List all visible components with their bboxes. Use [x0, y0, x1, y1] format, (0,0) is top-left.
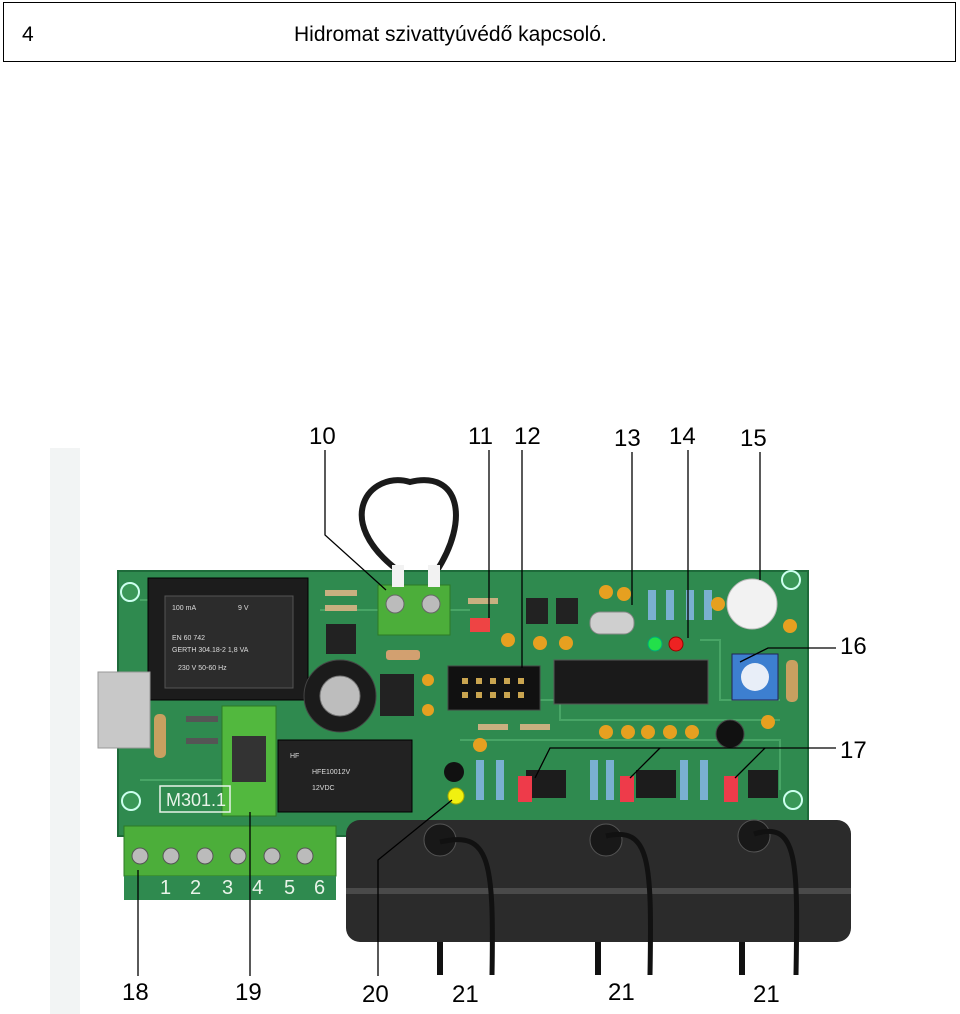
voltage-regulator — [380, 674, 414, 716]
red-jumper — [470, 618, 490, 632]
terminal-number-4: 4 — [252, 877, 263, 899]
terminal-number-strip — [124, 876, 336, 900]
terminal-number-1: 1 — [160, 877, 171, 899]
ic-small-a — [526, 598, 548, 624]
rotary-switch — [731, 653, 779, 701]
transformer-text-a: 100 mA — [172, 605, 196, 612]
fuse-holder — [221, 705, 277, 817]
callout-21a: 21 — [452, 981, 479, 1008]
red-led — [668, 636, 684, 652]
callout-10: 10 — [309, 423, 336, 450]
callout-17: 17 — [840, 737, 867, 764]
callout-18: 18 — [122, 979, 149, 1006]
side-connector — [97, 671, 151, 749]
output-ics — [526, 770, 778, 798]
callout-15: 15 — [740, 425, 767, 452]
potentiometer — [726, 578, 778, 630]
transformer-text-c: EN 60 742 — [172, 635, 205, 642]
crystal — [589, 611, 635, 635]
transformer: 100 mA 9 V EN 60 742 GERTH 304.18-2 1,8 … — [147, 577, 309, 701]
callout-11: 11 — [468, 423, 493, 450]
board-label-frame — [159, 785, 231, 813]
document-title: Hidromat szivattyúvédő kapcsoló. — [294, 23, 607, 46]
callout-numbers: 10 11 12 13 14 15 16 17 18 19 20 21 21 2… — [122, 423, 867, 1008]
terminal-numbers: 1 2 3 4 5 6 — [160, 877, 325, 899]
board-label: M301.1 — [166, 790, 226, 810]
terminal-number-3: 3 — [222, 877, 233, 899]
small-capacitor — [715, 719, 745, 749]
terminal-number-2: 2 — [190, 877, 201, 899]
photo-background — [50, 448, 80, 1014]
terminal-strip — [123, 825, 337, 877]
mounting-holes — [120, 570, 803, 811]
callout-20: 20 — [362, 981, 389, 1008]
terminal-block-jumper — [377, 565, 451, 636]
callout-21c: 21 — [753, 981, 780, 1008]
relay-text-b: HFE10012V — [312, 769, 350, 776]
callout-14: 14 — [669, 423, 696, 450]
pin-header — [447, 665, 541, 711]
callout-12: 12 — [514, 423, 541, 450]
sensor-jumpers — [518, 776, 738, 802]
terminal-number-5: 5 — [284, 877, 295, 899]
probe-rods — [437, 942, 745, 975]
callout-lines — [137, 450, 836, 976]
callout-13: 13 — [614, 425, 641, 452]
relay-text-c: 12VDC — [312, 785, 335, 792]
probe-block — [346, 819, 851, 942]
transistor — [444, 762, 464, 782]
small-components — [154, 590, 798, 800]
green-led — [647, 636, 663, 652]
relay-text-a: HF — [290, 753, 299, 760]
callout-16: 16 — [840, 633, 867, 660]
ic-small-b — [556, 598, 578, 624]
ceramic-capacitors — [422, 585, 797, 752]
terminal-number-6: 6 — [314, 877, 325, 899]
page-number: 4 — [22, 23, 34, 46]
page-header: 4 Hidromat szivattyúvédő kapcsoló. — [3, 2, 956, 62]
bridge-rectifier — [326, 624, 356, 654]
relay: HF HFE10012V 12VDC — [277, 739, 413, 813]
wire-jumper — [358, 477, 459, 575]
electrolytic-capacitor — [303, 659, 377, 733]
transformer-text-d: GERTH 304.18-2 1,8 VA — [172, 647, 249, 654]
callout-19: 19 — [235, 979, 262, 1006]
probe-wires — [439, 828, 800, 976]
transformer-text-e: 230 V 50-60 Hz — [178, 665, 227, 672]
microcontroller — [553, 659, 709, 705]
callout-21b: 21 — [608, 979, 635, 1006]
transformer-text-b: 9 V — [238, 605, 249, 612]
